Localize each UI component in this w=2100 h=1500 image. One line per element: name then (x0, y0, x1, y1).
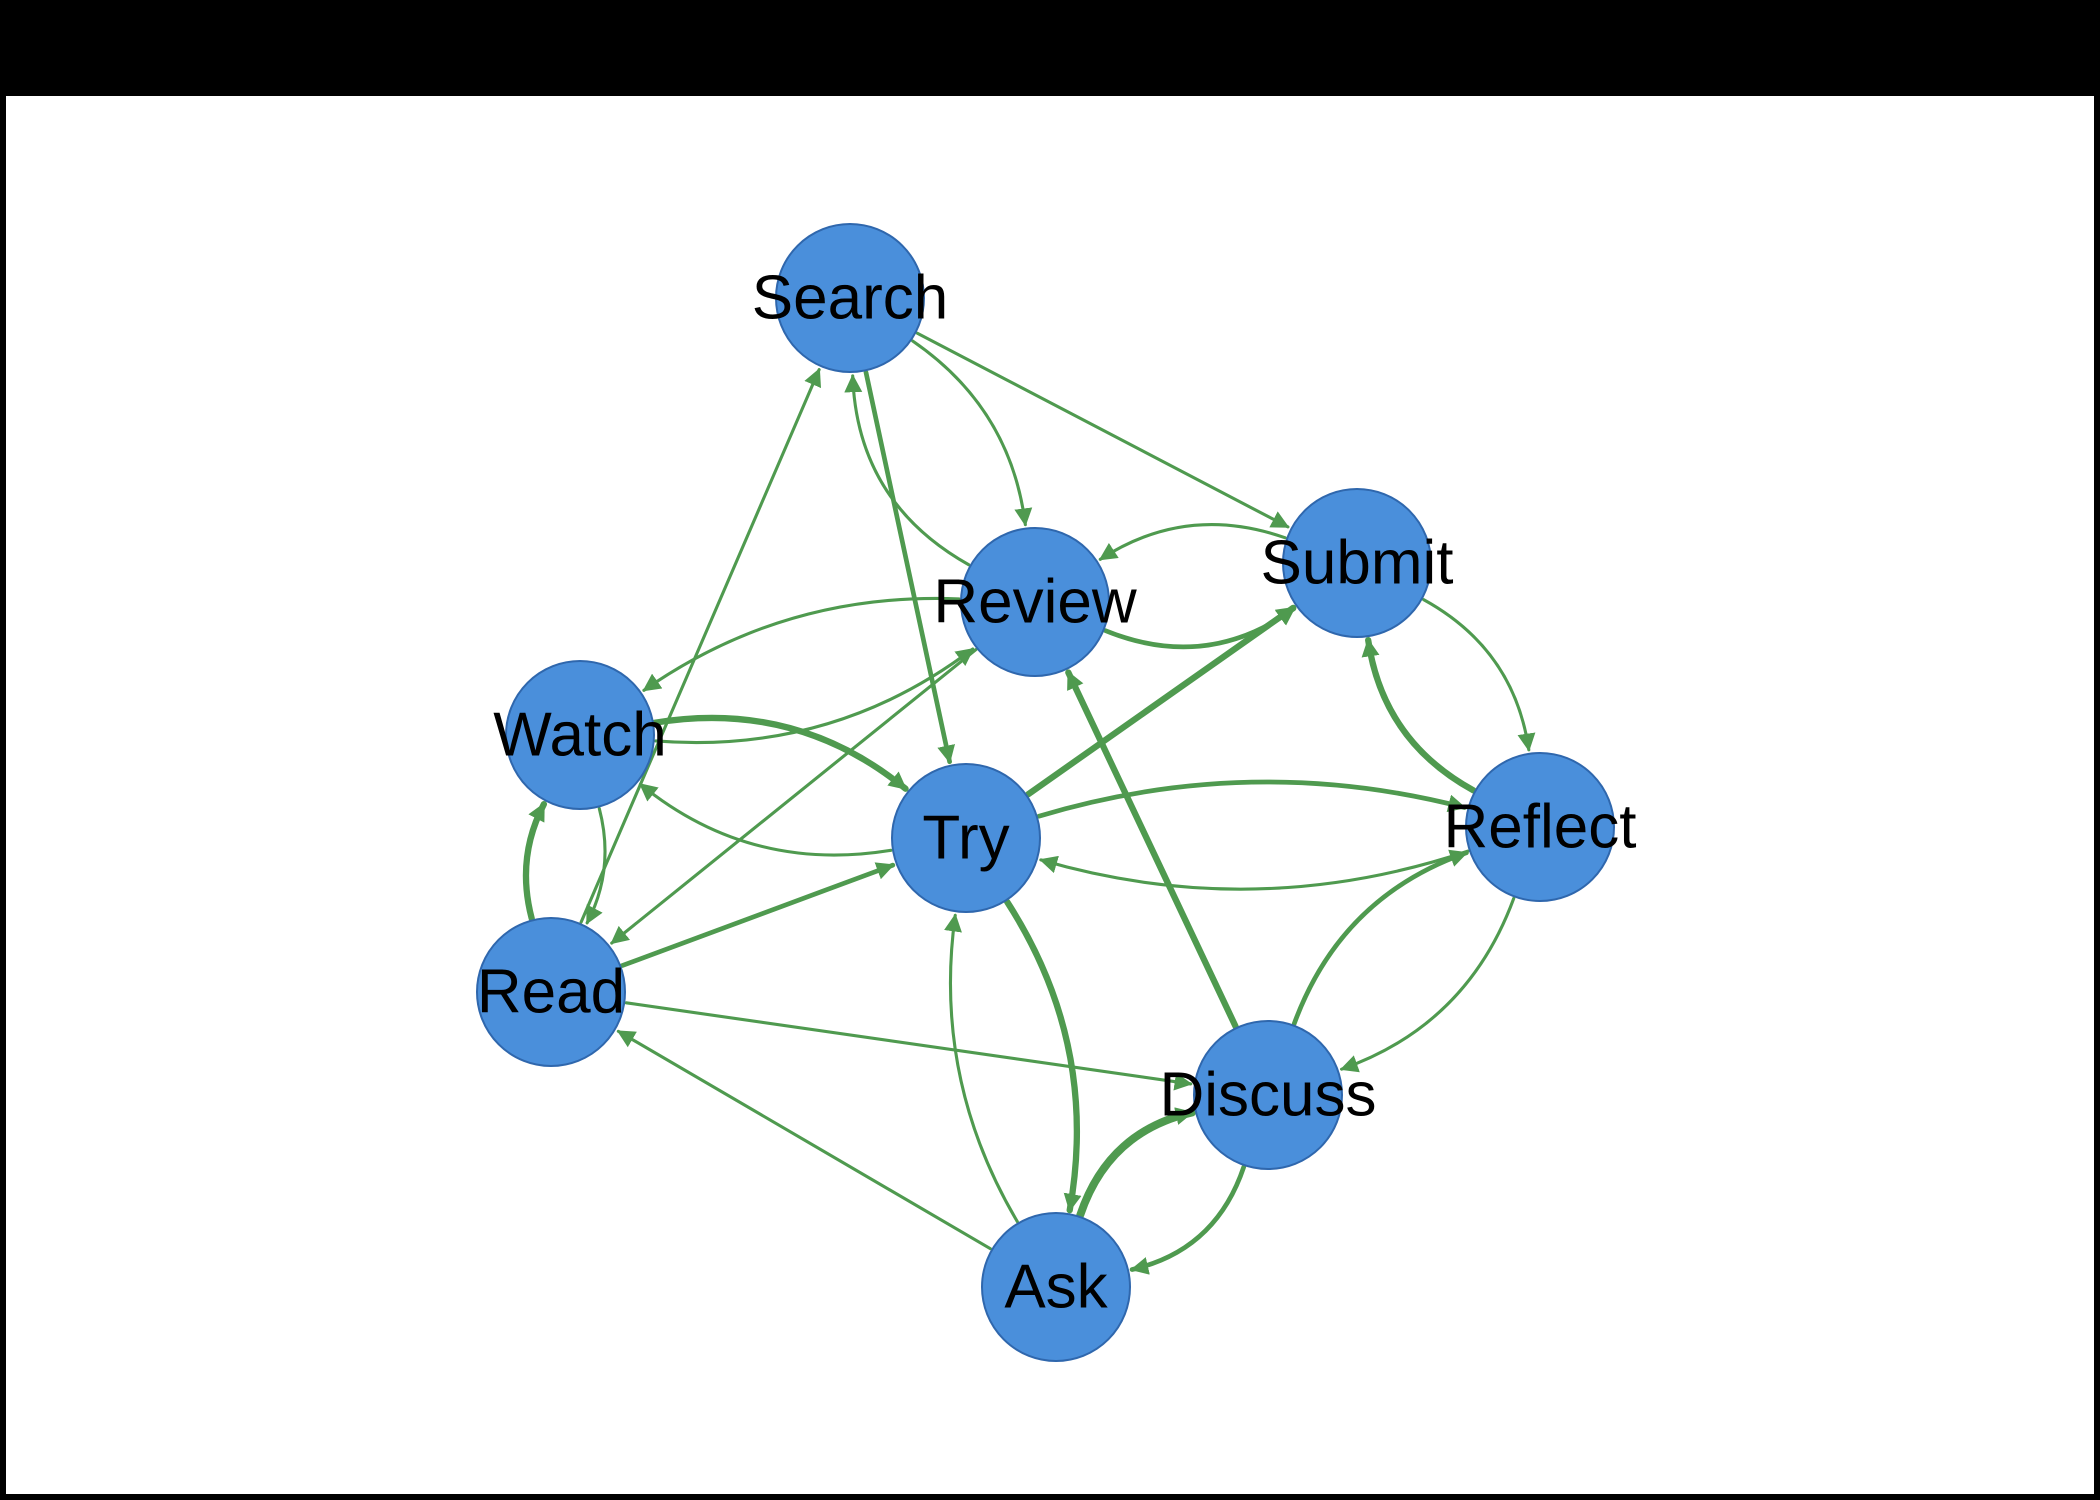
edge-ask-to-discuss (1076, 1107, 1196, 1219)
node-review-label: Review (933, 568, 1137, 637)
node-discuss-label: Discuss (1159, 1061, 1376, 1130)
edge-review-to-search (844, 374, 971, 567)
edge-search-to-review (911, 339, 1033, 527)
node-submit-label: Submit (1261, 529, 1454, 598)
node-watch-circle (505, 660, 655, 810)
node-try[interactable]: Try (891, 763, 1041, 913)
edge-read-to-try (619, 862, 896, 968)
node-discuss[interactable]: Discuss (1159, 1020, 1377, 1170)
edge-reflect-to-try (1039, 849, 1470, 891)
node-search-label: Search (752, 264, 948, 333)
edge-submit-to-reflect (1422, 598, 1536, 752)
edge-reflect-to-discuss (1339, 896, 1516, 1073)
edge-discuss-to-review (1065, 669, 1239, 1030)
edge-review-to-read (610, 648, 978, 945)
node-try-circle (891, 763, 1041, 913)
edge-search-to-try (863, 369, 956, 765)
edge-ask-to-try (944, 913, 1019, 1224)
node-ask-label: Ask (1004, 1253, 1108, 1322)
edge-ask-to-read (616, 1029, 992, 1251)
edge-read-to-discuss (624, 1001, 1193, 1091)
node-submit-circle (1282, 488, 1432, 638)
node-submit[interactable]: Submit (1261, 488, 1454, 638)
top-black-bar (0, 0, 2100, 96)
node-read-label: Read (477, 958, 625, 1027)
edge-watch-to-review (654, 647, 975, 745)
node-try-label: Try (922, 804, 1009, 873)
node-read[interactable]: Read (476, 917, 626, 1067)
edge-try-to-ask (1004, 898, 1082, 1214)
edge-watch-to-try (651, 714, 909, 792)
node-reflect[interactable]: Reflect (1444, 752, 1637, 902)
edge-submit-to-review (1098, 523, 1287, 561)
edge-try-to-submit (1025, 604, 1297, 798)
node-review[interactable]: Review (933, 527, 1137, 677)
nodes-layer: Search Submit Review Watch Try Reflect (476, 223, 1637, 1362)
edge-read-to-search (579, 367, 821, 924)
edge-read-to-watch (522, 800, 548, 922)
edge-discuss-to-ask (1129, 1164, 1247, 1275)
edge-try-to-watch (638, 782, 893, 857)
node-watch[interactable]: Watch (493, 660, 667, 810)
edge-watch-to-read (585, 806, 607, 925)
node-search[interactable]: Search (752, 223, 948, 373)
node-review-circle (960, 527, 1110, 677)
node-read-circle (476, 917, 626, 1067)
edge-search-to-submit (915, 331, 1290, 529)
edge-discuss-to-reflect (1291, 849, 1469, 1027)
node-reflect-label: Reflect (1444, 793, 1637, 862)
node-reflect-circle (1465, 752, 1615, 902)
node-watch-label: Watch (493, 701, 666, 770)
node-search-circle (775, 223, 925, 373)
node-ask[interactable]: Ask (981, 1212, 1131, 1362)
edge-reflect-to-submit (1361, 637, 1477, 794)
edges-layer (522, 331, 1536, 1275)
edge-try-to-reflect (1036, 779, 1467, 819)
node-ask-circle (981, 1212, 1131, 1362)
node-discuss-circle (1193, 1020, 1343, 1170)
edge-review-to-watch (642, 596, 961, 692)
